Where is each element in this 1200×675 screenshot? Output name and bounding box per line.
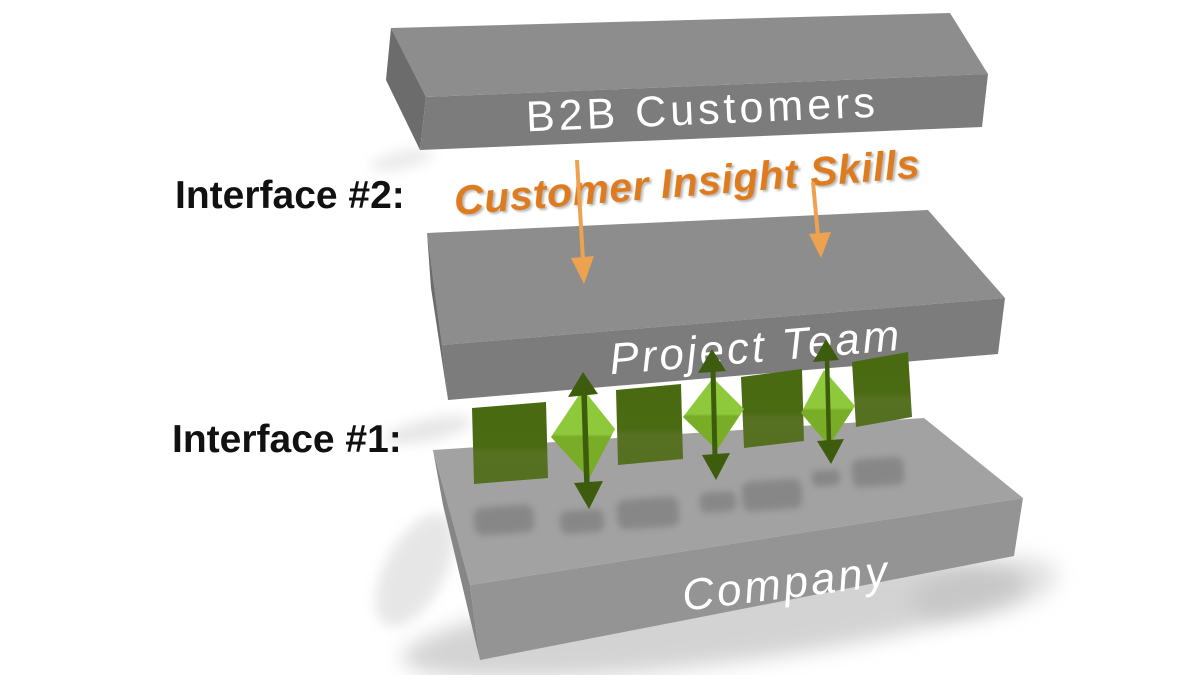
surface-shadow-blob xyxy=(811,469,841,487)
top-slab-shadow-wisp xyxy=(370,148,434,172)
arrow-shaft xyxy=(581,391,590,488)
surface-shadows xyxy=(473,456,905,536)
arrow-shaft xyxy=(811,181,820,237)
slab-top-face xyxy=(427,210,1005,345)
slab-left-face xyxy=(386,28,426,150)
arrow-shaft xyxy=(575,159,585,261)
surface-shadow-blob xyxy=(851,456,905,488)
middle-slab-shadow-wisp xyxy=(384,415,472,445)
surface-shadow-blob xyxy=(699,491,737,513)
arrow-head-down xyxy=(817,439,844,464)
orange-down-arrow-right-icon xyxy=(809,181,831,258)
slab-left-face xyxy=(427,233,448,400)
interface2-label: Interface #2: xyxy=(175,174,405,217)
link-square xyxy=(852,352,912,427)
slab-b2b-customers: B2B Customers xyxy=(386,13,988,150)
surface-shadow-blob xyxy=(473,504,535,536)
surface-shadow-blob xyxy=(559,509,605,534)
arrow-head xyxy=(809,232,831,258)
link-square xyxy=(616,384,683,465)
ground-shadow-main xyxy=(402,561,1028,675)
surface-shadow-blob xyxy=(741,478,803,512)
orange-down-arrow-left-icon xyxy=(571,159,594,284)
arrow-shaft xyxy=(710,367,718,459)
arrow-shaft xyxy=(824,357,832,444)
link-square xyxy=(741,369,804,448)
ground-shadow-right xyxy=(911,556,1059,620)
arrow-head-up xyxy=(698,349,726,373)
green-double-arrow-icon xyxy=(813,339,844,464)
green-double-arrow-icon xyxy=(698,349,730,480)
arrow-head-up xyxy=(813,339,839,362)
arrow-head xyxy=(571,256,594,284)
arrow-head-down xyxy=(574,481,603,509)
interface1-label: Interface #1: xyxy=(172,418,402,461)
slab-front-face xyxy=(470,498,1023,660)
slab-top-face xyxy=(391,13,988,97)
customer-insight-skills-label: Customer Insight Skills xyxy=(452,140,921,223)
interface1-links xyxy=(472,339,912,509)
ground-shadow-left-wisp xyxy=(375,513,455,627)
ground-shadow xyxy=(370,148,1059,675)
arrow-head-down xyxy=(702,453,730,480)
slab-left-face xyxy=(433,450,480,660)
arrow-head-up xyxy=(568,372,598,397)
green-double-arrow-icon xyxy=(568,372,603,509)
link-square xyxy=(472,402,548,484)
surface-shadow-blob xyxy=(616,496,680,530)
slab-front-face xyxy=(420,74,988,150)
